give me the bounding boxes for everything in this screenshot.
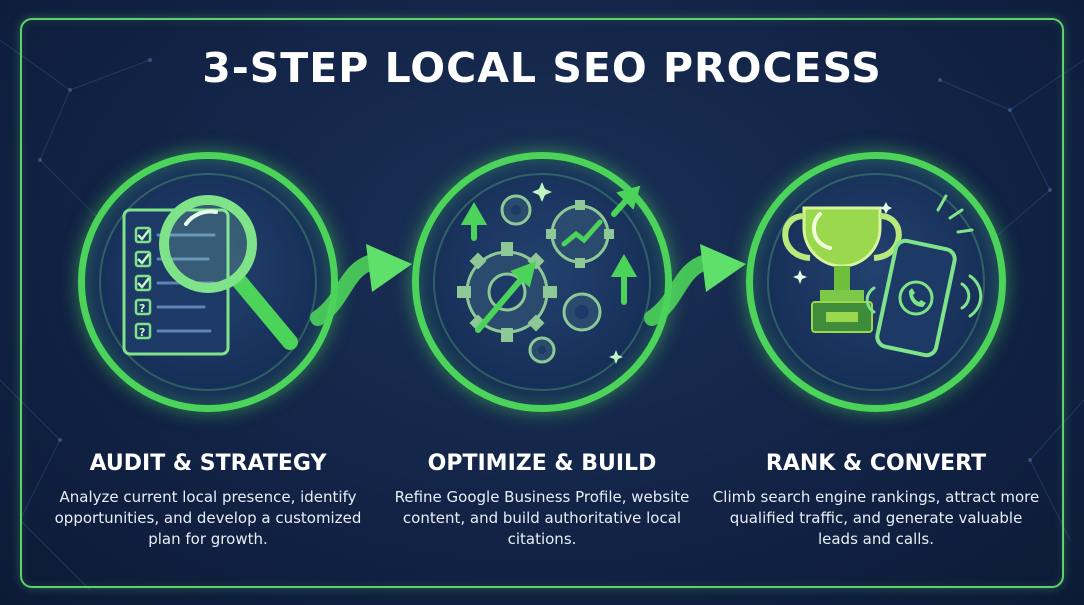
step-description-rank: Climb search engine rankings, attract mo… [712,488,1040,548]
step-optimize [412,152,672,412]
magnifier-checklist-icon: ? ? [122,195,298,356]
step-description-audit: Analyze current local presence, identify… [54,488,362,548]
svg-text:?: ? [139,326,145,339]
trophy-phone-icon [782,194,983,358]
step-description-optimize: Refine Google Business Profile, website … [394,488,690,548]
step-title-optimize: OPTIMIZE & BUILD [427,451,657,476]
step-rank [746,152,1006,412]
page-title: 3-STEP LOCAL SEO PROCESS [202,44,882,92]
step-title-audit: AUDIT & STRATEGY [89,451,327,476]
step-audit: ? ? [78,152,338,412]
step-circle [746,152,1006,412]
outer-frame [20,18,1064,588]
step-title-rank: RANK & CONVERT [765,451,987,476]
svg-text:?: ? [139,302,145,315]
gears-arrows-icon [457,182,641,364]
